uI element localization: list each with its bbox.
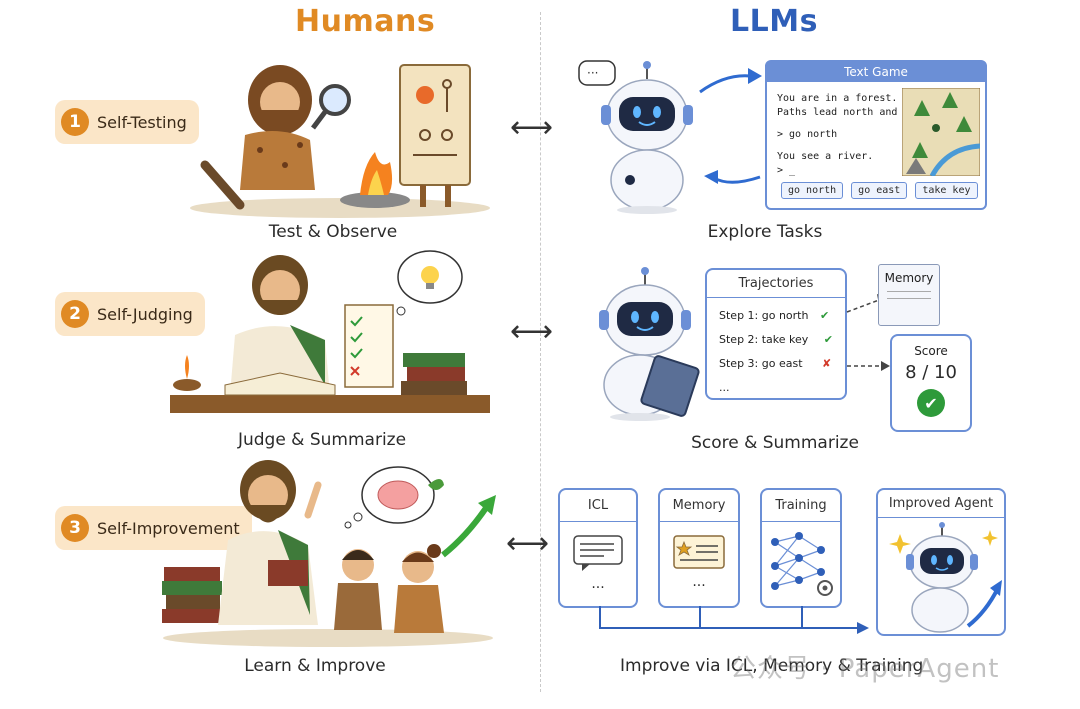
step-3-pill: 3 Self-Improvement	[55, 506, 252, 550]
neural-network-icon	[771, 532, 833, 596]
trajectories-panel: Trajectories Step 1: go north ✔ Step 2: …	[705, 268, 847, 400]
memory-note: Memory	[878, 264, 940, 326]
watermark: 公众号 · PaperAgent	[730, 654, 1000, 684]
explore-loop-arrows	[699, 68, 762, 184]
svg-text:···: ···	[587, 66, 598, 80]
check-icon: ✔	[819, 309, 830, 322]
text-game-line: Paths lead north and east.	[777, 107, 934, 118]
step-2-llm-caption: Score & Summarize	[691, 433, 859, 453]
llms-title: LLMs	[730, 4, 818, 39]
check-icon: ✔	[823, 333, 834, 346]
score-label: Score	[914, 344, 948, 358]
trajectory-list: Step 1: go north ✔ Step 2: take key ✔ St…	[719, 304, 833, 400]
icl-card: ICL ...	[558, 488, 638, 608]
chat-bubble-icon	[573, 535, 623, 571]
step-3-link-arrow: ⟷	[506, 526, 550, 561]
text-game-line: You are in a forest.	[777, 93, 898, 104]
step-1-link-arrow: ⟷	[510, 110, 554, 145]
step-2-number: 2	[61, 300, 89, 328]
forest-map-icon	[902, 88, 980, 176]
step-2-label: Self-Judging	[97, 304, 193, 324]
step-3-llm-caption: Improve via ICL, Memory & Training	[620, 656, 924, 676]
check-circle-icon: ✔	[917, 389, 945, 417]
icl-card-title: ICL	[587, 498, 609, 513]
text-game-line: You see a river.	[777, 151, 874, 162]
step-1-human-caption: Test & Observe	[268, 222, 398, 242]
improved-robot-icon	[889, 522, 1002, 633]
score-card: Score 8 / 10 ✔	[890, 334, 972, 432]
trajectory-step: Step 3: go east	[719, 357, 803, 370]
memory-card-title: Memory	[672, 498, 726, 513]
memory-ellipsis: ...	[692, 574, 706, 590]
go-east-button[interactable]: go east	[851, 182, 908, 199]
humans-title: Humans	[295, 4, 436, 39]
robot-explorer: ···	[578, 60, 693, 214]
caveman-testing-illustration	[190, 64, 490, 218]
memory-note-label: Memory	[884, 271, 934, 285]
column-divider	[540, 12, 541, 692]
robot-judge	[599, 267, 700, 421]
text-game-line: > _	[777, 165, 796, 176]
trajectory-step: Step 2: take key	[719, 333, 809, 346]
step-1-pill: 1 Self-Testing	[55, 100, 199, 144]
text-game-log: You are in a forest. Paths lead north an…	[777, 92, 934, 178]
trajectory-row: Step 1: go north ✔	[719, 304, 833, 328]
step-3-human-caption: Learn & Improve	[244, 656, 386, 676]
training-card-title: Training	[775, 498, 827, 513]
memory-card: Memory ...	[658, 488, 740, 608]
step-2-link-arrow: ⟷	[510, 314, 554, 349]
step-3-number: 3	[61, 514, 89, 542]
go-north-button[interactable]: go north	[781, 182, 844, 199]
cross-icon: ✘	[822, 357, 832, 370]
teacher-children-illustration	[162, 460, 496, 647]
step-1-number: 1	[61, 108, 89, 136]
step-2-human-caption: Judge & Summarize	[237, 430, 407, 450]
memory-notebook-icon	[673, 535, 725, 569]
text-game-window: Text Game You are in a forest. Paths lea…	[765, 60, 987, 210]
take-key-button[interactable]: take key	[915, 182, 978, 199]
text-game-title: Text Game	[767, 62, 985, 82]
step-1-llm-caption: Explore Tasks	[707, 222, 823, 242]
training-card: Training	[760, 488, 842, 608]
text-game-line: > go north	[777, 129, 838, 140]
step-3-label: Self-Improvement	[97, 518, 240, 538]
icl-ellipsis: ...	[591, 576, 605, 592]
improved-agent-title: Improved Agent	[888, 496, 994, 511]
improved-agent-card: Improved Agent	[876, 488, 1006, 636]
step-2-pill: 2 Self-Judging	[55, 292, 205, 336]
trajectories-title: Trajectories	[738, 276, 814, 291]
score-value: 8 / 10	[905, 362, 957, 383]
philosopher-judging-illustration	[170, 250, 490, 413]
trajectory-row: Step 2: take key ✔	[719, 328, 833, 352]
trajectory-more: ...	[719, 381, 730, 394]
text-game-actions: go north go east take key	[781, 182, 978, 199]
cards-to-agent-arrow	[599, 606, 869, 634]
trajectory-row: Step 3: go east ✘	[719, 352, 833, 376]
trajectory-step: Step 1: go north	[719, 309, 809, 322]
step-1-label: Self-Testing	[97, 112, 187, 132]
